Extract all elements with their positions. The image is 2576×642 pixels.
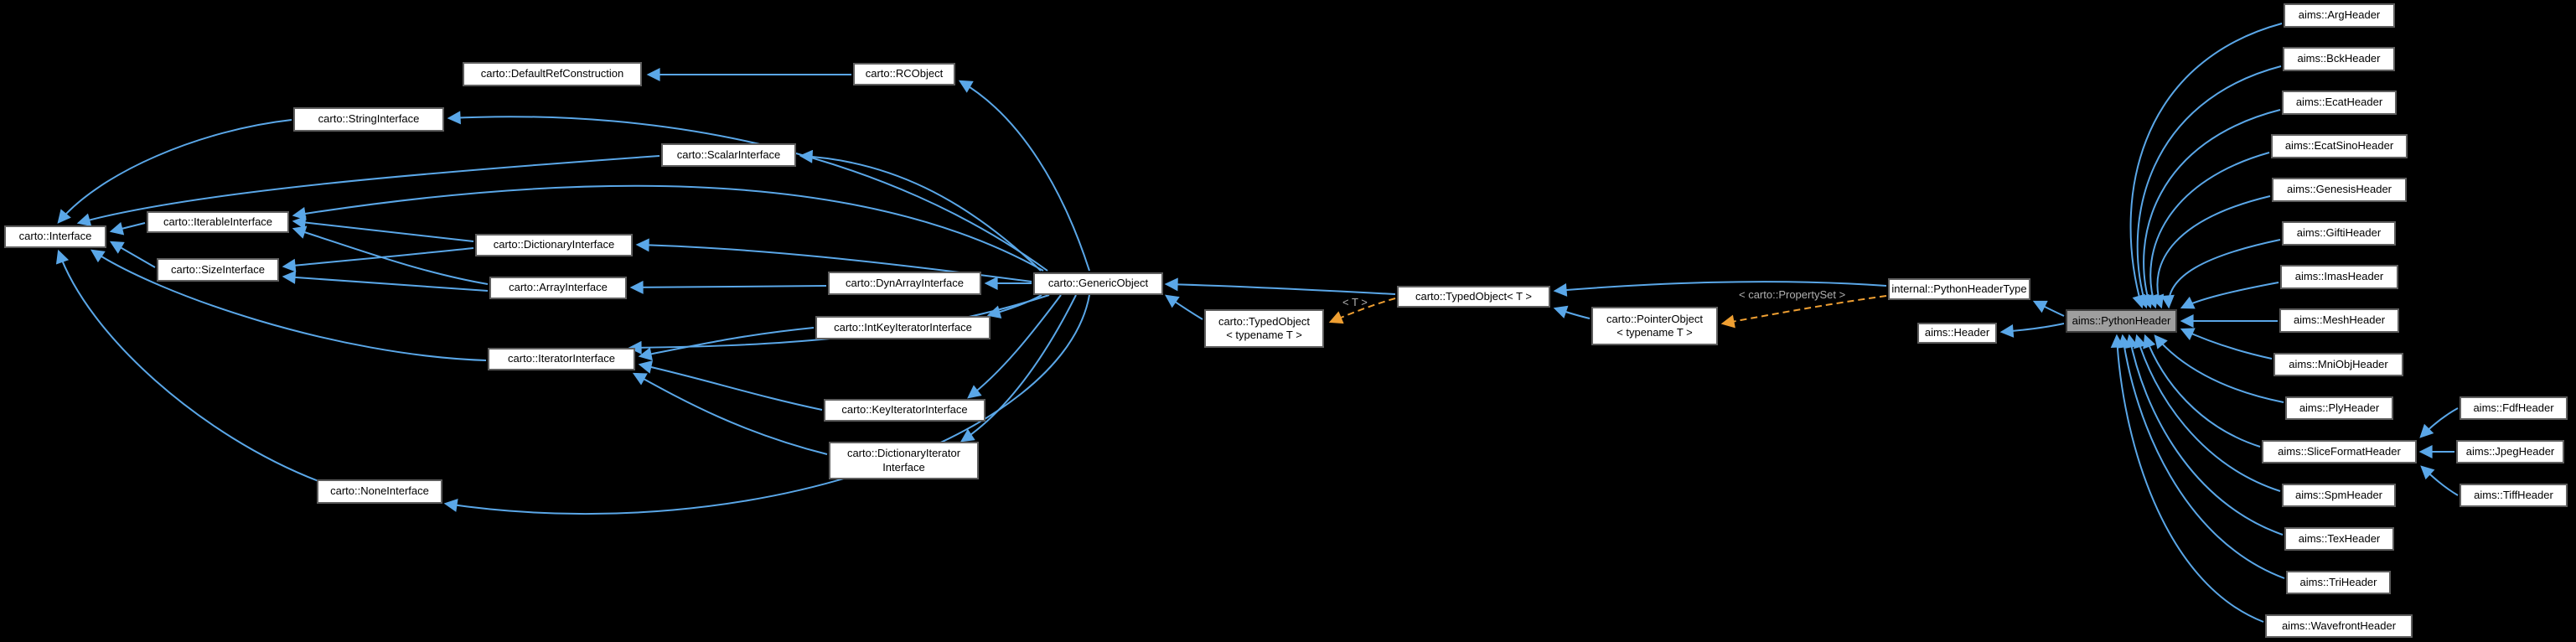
- node-mni-obj-header[interactable]: aims::MniObjHeader: [2273, 353, 2403, 376]
- edge-python-header--aims-header: [1999, 323, 2065, 338]
- edge-bck-header--python-header: [2136, 65, 2282, 309]
- node-wavefront-header[interactable]: aims::WavefrontHeader: [2265, 614, 2413, 638]
- edge-generic-object--iterable-interface: [292, 184, 1044, 272]
- node-iterable-interface[interactable]: carto::IterableInterface: [147, 211, 289, 233]
- edge-dictionary-interface--iterable-interface: [292, 215, 474, 242]
- edge-arg-header--python-header: [2129, 23, 2283, 309]
- edge-iterable-interface--interface: [109, 221, 146, 236]
- edge-array-interface--size-interface: [282, 270, 489, 292]
- node-aims-header[interactable]: aims::Header: [1917, 323, 1997, 344]
- node-python-header: aims::PythonHeader: [2066, 309, 2177, 333]
- edge-ecat-header--python-header: [2140, 109, 2281, 309]
- node-pointer-object[interactable]: carto::PointerObject < typename T >: [1591, 307, 1718, 345]
- node-tiff-header[interactable]: aims::TiffHeader: [2460, 484, 2568, 507]
- edge-string-interface--interface: [57, 119, 292, 224]
- edge-label-template-t: < T >: [1342, 296, 1368, 308]
- edge-dictionary-iterator-interface--iterator-interface: [632, 372, 828, 455]
- edge-fdf-header--slice-format-header: [2419, 407, 2459, 438]
- edge-generic-object--none-interface: [443, 294, 1090, 515]
- node-python-header-type[interactable]: internal::PythonHeaderType: [1888, 278, 2030, 300]
- edge-ply-header--python-header: [2154, 334, 2284, 403]
- edge-genesis-header--python-header: [2151, 195, 2271, 309]
- edge-label-template-propertyset: < carto::PropertySet >: [1739, 288, 1846, 301]
- node-bck-header[interactable]: aims::BckHeader: [2283, 47, 2395, 71]
- node-ply-header[interactable]: aims::PlyHeader: [2285, 396, 2393, 420]
- node-dictionary-interface[interactable]: carto::DictionaryInterface: [475, 234, 633, 256]
- node-rc-object[interactable]: carto::RCObject: [853, 63, 955, 85]
- node-dictionary-iterator-interface[interactable]: carto::DictionaryIterator Interface: [829, 442, 979, 479]
- node-tex-header[interactable]: aims::TexHeader: [2284, 527, 2394, 551]
- node-ecat-header[interactable]: aims::EcatHeader: [2282, 91, 2397, 115]
- edge-tex-header--python-header: [2124, 334, 2284, 536]
- node-typed-object-t[interactable]: carto::TypedObject< T >: [1397, 286, 1550, 308]
- node-iterator-interface[interactable]: carto::IteratorInterface: [488, 348, 635, 370]
- edge-wavefront-header--python-header: [2110, 334, 2264, 623]
- node-interface[interactable]: carto::Interface: [4, 225, 106, 248]
- edge-size-interface--interface: [109, 241, 156, 268]
- edge-imas-header--python-header: [2180, 282, 2279, 309]
- edge-python-header--python-header-type: [2032, 300, 2065, 317]
- edge-scalar-interface--interface: [76, 155, 660, 227]
- node-size-interface[interactable]: carto::SizeInterface: [157, 258, 279, 282]
- node-arg-header[interactable]: aims::ArgHeader: [2284, 3, 2395, 28]
- edge-ecat-sino-header--python-header: [2145, 152, 2270, 309]
- edge-python-header-type--typed-object-t: [1553, 281, 1887, 297]
- node-jpeg-header[interactable]: aims::JpegHeader: [2456, 440, 2564, 463]
- edge-slice-format-header--python-header: [2143, 334, 2261, 448]
- node-array-interface[interactable]: carto::ArrayInterface: [489, 277, 627, 299]
- node-scalar-interface[interactable]: carto::ScalarInterface: [661, 143, 796, 167]
- edge-typed-object-typename--generic-object: [1165, 294, 1203, 320]
- node-int-key-iterator-interface[interactable]: carto::IntKeyIteratorInterface: [815, 316, 991, 339]
- edge-mni-obj-header--python-header: [2180, 328, 2273, 360]
- edge-generic-object--dictionary-iterator-interface: [960, 294, 1077, 443]
- node-none-interface[interactable]: carto::NoneInterface: [317, 479, 442, 504]
- edge-typed-object-t--typed-object-typename: [1328, 298, 1396, 324]
- edge-tri-header--python-header: [2118, 334, 2285, 579]
- edge-gifti-header--python-header: [2160, 239, 2281, 309]
- node-tri-header[interactable]: aims::TriHeader: [2286, 571, 2391, 594]
- node-ecat-sino-header[interactable]: aims::EcatSinoHeader: [2271, 134, 2408, 158]
- edge-array-interface--iterable-interface: [292, 225, 489, 285]
- edge-iterator-interface--interface: [90, 249, 487, 361]
- node-key-iterator-interface[interactable]: carto::KeyIteratorInterface: [824, 399, 985, 422]
- node-slice-format-header[interactable]: aims::SliceFormatHeader: [2262, 440, 2417, 463]
- edge-generic-object--rc-object: [958, 80, 1090, 272]
- node-string-interface[interactable]: carto::StringInterface: [293, 107, 444, 132]
- node-fdf-header[interactable]: aims::FdfHeader: [2460, 396, 2568, 420]
- node-dyn-array-interface[interactable]: carto::DynArrayInterface: [828, 272, 981, 295]
- node-default-ref-construction[interactable]: carto::DefaultRefConstruction: [463, 62, 642, 86]
- node-genesis-header[interactable]: aims::GenesisHeader: [2272, 178, 2407, 202]
- edge-dictionary-interface--size-interface: [282, 247, 474, 272]
- node-gifti-header[interactable]: aims::GiftiHeader: [2282, 221, 2396, 246]
- node-mesh-header[interactable]: aims::MeshHeader: [2279, 308, 2399, 333]
- edge-spm-header--python-header: [2134, 334, 2281, 492]
- node-typed-object-typename[interactable]: carto::TypedObject < typename T >: [1204, 309, 1324, 348]
- node-imas-header[interactable]: aims::ImasHeader: [2280, 265, 2398, 289]
- edge-generic-object--key-iterator-interface: [967, 294, 1062, 399]
- edge-int-key-iterator-interface--iterator-interface: [638, 327, 815, 361]
- edge-dyn-array-interface--array-interface: [629, 280, 827, 294]
- node-generic-object[interactable]: carto::GenericObject: [1033, 272, 1163, 295]
- edge-pointer-object--typed-object-t: [1553, 305, 1591, 319]
- edge-tiff-header--slice-format-header: [2420, 465, 2459, 496]
- edge-key-iterator-interface--iterator-interface: [638, 360, 823, 411]
- edge-generic-object--int-key-iterator-interface: [986, 294, 1042, 319]
- edge-generic-object--scalar-interface: [799, 149, 1042, 272]
- node-spm-header[interactable]: aims::SpmHeader: [2282, 484, 2396, 507]
- edge-typed-object-t--generic-object: [1164, 277, 1396, 295]
- edge-python-header-type--pointer-object: [1720, 295, 1887, 329]
- edge-none-interface--interface: [55, 249, 319, 482]
